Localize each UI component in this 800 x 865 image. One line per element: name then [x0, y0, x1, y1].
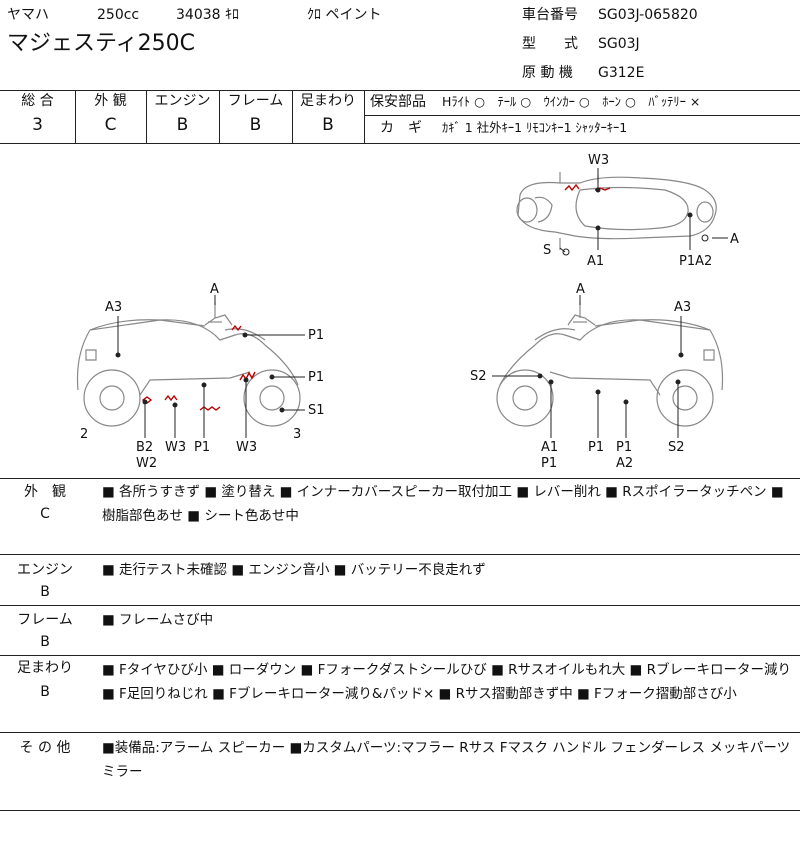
label-right-p1b: P1	[588, 440, 605, 455]
paint: ｸﾛ ペイント	[307, 7, 382, 23]
grade-overall: 3	[32, 115, 43, 135]
section-text-other: ■装備品:アラーム スピーカー ■カスタムパーツ:マフラー Rサス Fマスク ハ…	[102, 740, 791, 780]
divider	[292, 90, 293, 143]
keys-items: ｶｷﾞ 1 社外ｷｰ1 ﾘﾓｺﾝｷｰ1 ｼｬｯﾀｰｷｰ1	[442, 120, 628, 135]
grade-header-frame: フレーム	[227, 93, 284, 109]
label-right-a3: A3	[674, 300, 692, 315]
label-left-a3: A3	[105, 300, 123, 315]
label-left-p1b: P1	[308, 370, 325, 385]
label-top-a1: A1	[587, 254, 605, 269]
engine-label: 原 動 機	[522, 65, 573, 81]
label-top-p1a2: P1A2	[679, 254, 713, 269]
section-label-engine: エンジン	[17, 562, 73, 578]
scooter-left-view	[76, 302, 301, 427]
label-left-3: 3	[293, 427, 302, 442]
divider	[0, 478, 800, 479]
label-right-a: A	[576, 282, 585, 297]
divider	[75, 90, 76, 143]
grade-suspension: B	[322, 115, 334, 135]
divider	[0, 554, 800, 555]
maker: ヤマハ	[7, 7, 49, 23]
label-right-s2b: S2	[668, 440, 685, 455]
divider	[0, 810, 800, 811]
label-right-a2: A2	[616, 456, 634, 471]
keys-label: カ ギ	[380, 120, 422, 136]
divider	[364, 115, 800, 116]
section-text-exterior: ■ 各所うすきず ■ 塗り替え ■ インナーカバースピーカー取付加工 ■ レバー…	[102, 484, 784, 524]
divider	[146, 90, 147, 143]
safety-parts-items: Hﾗｲﾄ ○ ﾃｰﾙ ○ ｳｲﾝｶｰ ○ ﾎｰﾝ ○ ﾊﾞｯﾃﾘｰ ×	[442, 94, 701, 109]
mileage: 34038 ｷﾛ	[176, 7, 239, 23]
label-right-p1a: P1	[541, 456, 558, 471]
grade-frame: B	[249, 115, 262, 135]
divider	[364, 90, 365, 143]
label-left-p1a: P1	[308, 328, 325, 343]
label-left-p1c: P1	[194, 440, 211, 455]
grade-header-overall: 総 合	[21, 93, 54, 109]
label-left-w2: W2	[136, 456, 158, 471]
section-label-exterior: 外 観	[24, 484, 66, 500]
section-label-other: そ の 他	[19, 740, 71, 756]
divider	[0, 90, 800, 91]
engine-value: G312E	[598, 65, 645, 81]
label-left-w3: W3	[165, 440, 187, 455]
section-text-suspension: ■ Fタイヤひび小 ■ ローダウン ■ Fフォークダストシールひび ■ Rサスオ…	[102, 662, 791, 702]
label-right-a1: A1	[541, 440, 559, 455]
label-left-b2: B2	[136, 440, 154, 455]
label-top-w3: W3	[588, 153, 610, 168]
type-value: SG03J	[598, 36, 640, 52]
model-name: マジェスティ250C	[7, 31, 196, 56]
section-grade-engine: B	[40, 584, 50, 600]
divider	[0, 143, 800, 144]
section-grade-frame: B	[40, 634, 50, 650]
label-left-2: 2	[80, 427, 89, 442]
label-top-s: S	[543, 243, 552, 258]
grade-header-suspension: 足まわり	[300, 93, 356, 109]
label-left-w3b: W3	[236, 440, 258, 455]
engine-cc: 250cc	[97, 7, 140, 23]
safety-parts-label: 保安部品	[370, 94, 426, 110]
label-right-s2a: S2	[470, 369, 487, 384]
frame-number-label: 車台番号	[522, 7, 578, 23]
grade-header-engine: エンジン	[154, 93, 211, 109]
divider	[0, 655, 800, 656]
section-label-suspension: 足まわり	[17, 660, 73, 676]
divider	[219, 90, 220, 143]
leader-lines	[115, 168, 728, 438]
divider	[0, 605, 800, 606]
section-text-frame: ■ フレームさび中	[102, 612, 214, 628]
scooter-top-view	[516, 172, 717, 250]
grade-header-exterior: 外 観	[94, 93, 127, 109]
label-left-a: A	[210, 282, 219, 297]
type-label: 型 式	[522, 36, 578, 52]
scooter-right-view	[496, 302, 724, 427]
grade-engine: B	[176, 115, 189, 135]
section-grade-suspension: B	[40, 684, 50, 700]
label-left-s1: S1	[308, 403, 325, 418]
divider	[0, 732, 800, 733]
section-label-frame: フレーム	[17, 612, 73, 628]
frame-number: SG03J-065820	[598, 7, 698, 23]
section-text-engine: ■ 走行テスト未確認 ■ エンジン音小 ■ バッテリー不良走れず	[102, 562, 486, 578]
label-right-p1c: P1	[616, 440, 633, 455]
grade-exterior: C	[104, 115, 117, 135]
section-grade-exterior: C	[40, 506, 50, 522]
label-top-a: A	[730, 232, 739, 247]
